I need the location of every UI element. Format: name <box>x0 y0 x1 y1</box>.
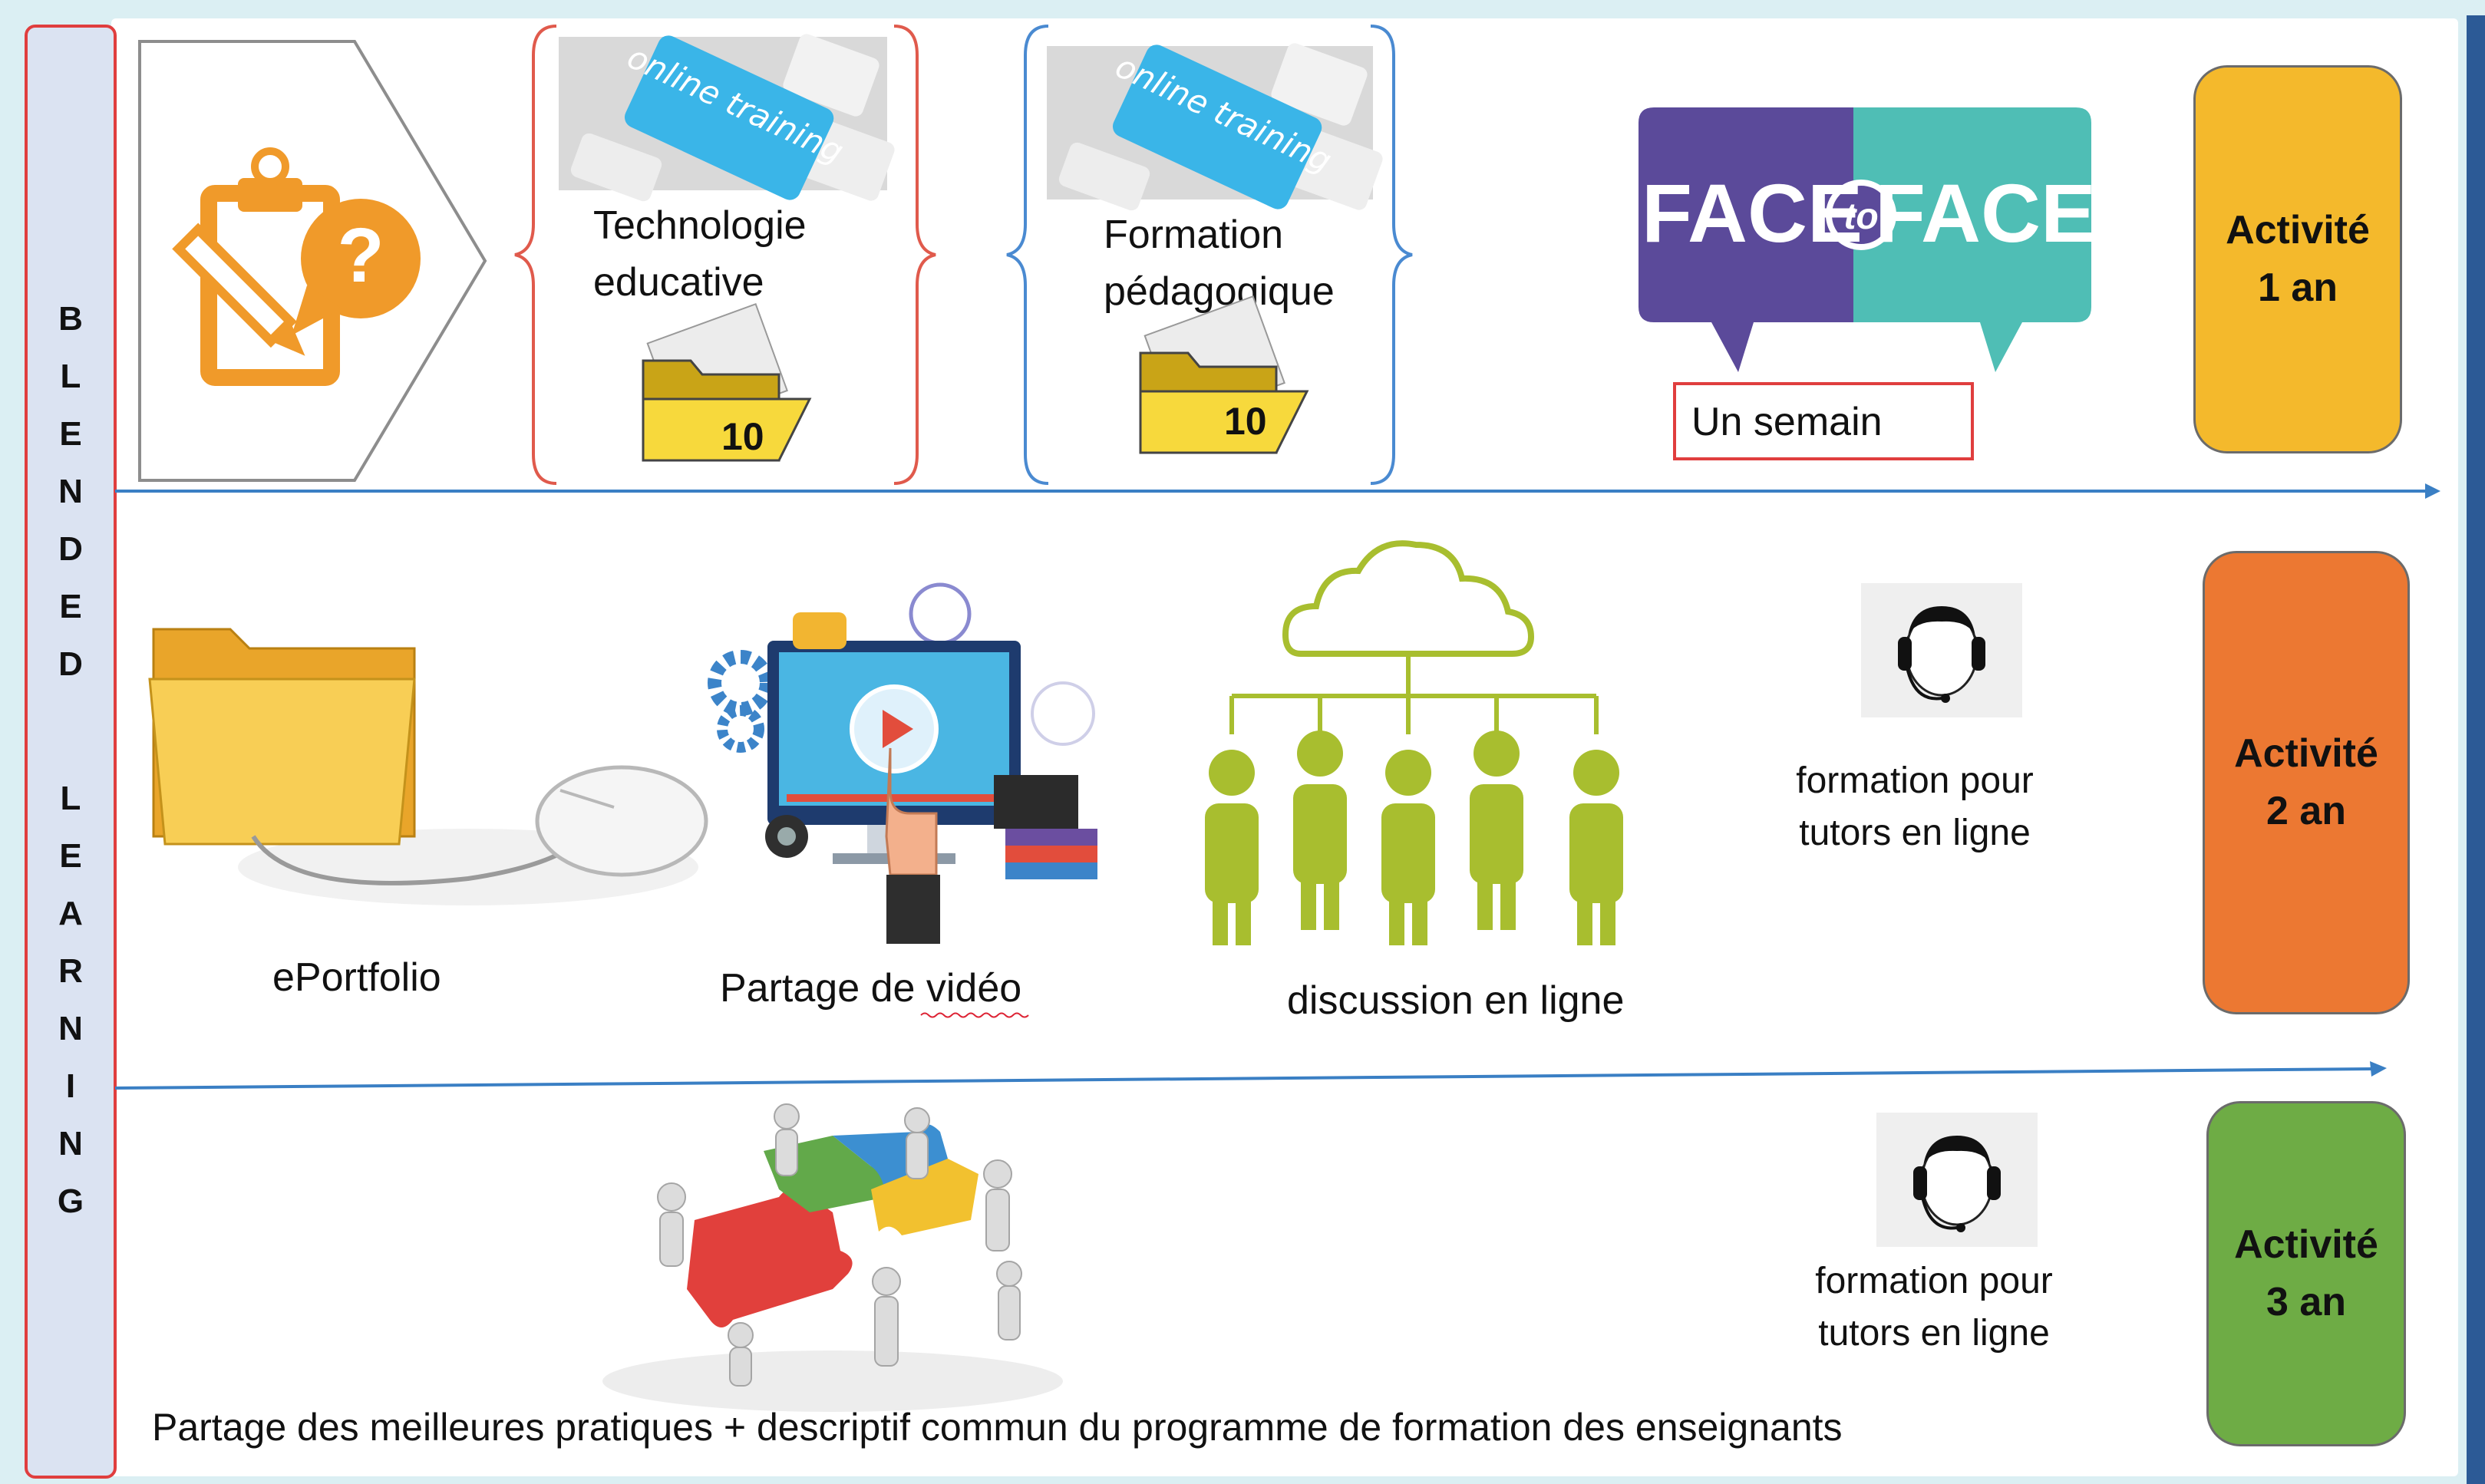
timeline-arrow-2 <box>114 1061 2387 1090</box>
discussion-label: discussion en ligne <box>1287 978 1625 1023</box>
online-training-keyboard-image: online training <box>559 34 895 202</box>
face-to-face-logo: FACE to FACE <box>1639 107 2096 372</box>
tutors-line1-row2: formation pour <box>1796 760 2034 801</box>
folder-number-technologie: 10 <box>721 415 764 458</box>
folder-number-formation: 10 <box>1224 400 1267 443</box>
timeline-arrow-1 <box>115 483 2440 499</box>
brace-technologie <box>514 25 936 485</box>
brace-formation <box>1006 25 1413 485</box>
sidebar-letter: D <box>58 645 83 683</box>
sidebar-letter: B <box>58 300 83 338</box>
face-right-text: FACE <box>1875 167 2096 259</box>
eportfolio-folder-mouse-icon <box>148 628 708 905</box>
technologie-line2: educative <box>593 260 764 305</box>
sidebar-letter: E <box>59 588 82 625</box>
sidebar-letter: A <box>58 895 83 932</box>
activity-3-box: Activité 3 an <box>2206 1101 2406 1446</box>
blended-learning-sidebar: B L E N D E D L E A R N I N G <box>25 25 117 1479</box>
un-semain-label: Un semain <box>1691 400 1883 444</box>
window-edge <box>2467 15 2485 1484</box>
spellcheck-underline <box>920 1012 1029 1018</box>
tutors-line2-row3: tutors en ligne <box>1818 1313 2050 1354</box>
sidebar-letter: E <box>59 415 82 453</box>
video-label: Partage de vidéo <box>720 966 1022 1011</box>
sidebar-letter: L <box>60 358 81 395</box>
tutors-line2-row2: tutors en ligne <box>1799 813 2031 853</box>
video-sharing-icon <box>708 582 1097 944</box>
cloud-network-people-icon <box>1205 540 1623 945</box>
sidebar-letter: L <box>60 780 81 817</box>
sidebar-letter: E <box>59 837 82 875</box>
activity-1-box: Activité 1 an <box>2193 65 2402 453</box>
face-left-text: FACE <box>1642 167 1863 259</box>
sidebar-letter: G <box>57 1182 84 1220</box>
face-middle-text: to <box>1843 196 1878 237</box>
online-training-keyboard-image-2: online training <box>1047 43 1383 211</box>
activity-3-line1: Activité <box>2234 1222 2378 1267</box>
folder-icon <box>1139 295 1309 454</box>
best-practices-caption: Partage des meilleures pratiques + descr… <box>152 1406 1843 1449</box>
puzzle-teamwork-icon <box>602 1103 1063 1412</box>
sidebar-letter: R <box>58 952 83 990</box>
formation-line1: Formation <box>1104 213 1284 257</box>
activity-2-line2: 2 an <box>2266 789 2347 833</box>
sidebar-letter: D <box>58 530 83 568</box>
activity-3-line2: 3 an <box>2266 1280 2347 1324</box>
folder-icon <box>642 302 812 462</box>
sidebar-letter: I <box>65 1067 76 1105</box>
activity-2-box: Activité 2 an <box>2203 551 2410 1014</box>
svg-text:?: ? <box>337 213 384 298</box>
headset-support-icon <box>1876 1113 2038 1247</box>
sidebar-letter: N <box>58 1010 83 1047</box>
activity-2-line1: Activité <box>2234 730 2378 776</box>
clipboard-question-icon: ? <box>138 40 487 482</box>
activity-1-line2: 1 an <box>2257 265 2338 310</box>
headset-support-icon <box>1861 583 2022 717</box>
tutors-line1-row3: formation pour <box>1815 1261 2053 1301</box>
sidebar-letter: N <box>58 1125 83 1162</box>
un-semain-box: Un semain <box>1673 382 1974 460</box>
eportfolio-label: ePortfolio <box>272 955 441 1000</box>
sidebar-letter: N <box>58 473 83 510</box>
activity-1-line1: Activité <box>2226 207 2370 252</box>
technologie-line1: Technologie <box>593 203 807 248</box>
formation-line2: pédagogique <box>1104 269 1335 314</box>
